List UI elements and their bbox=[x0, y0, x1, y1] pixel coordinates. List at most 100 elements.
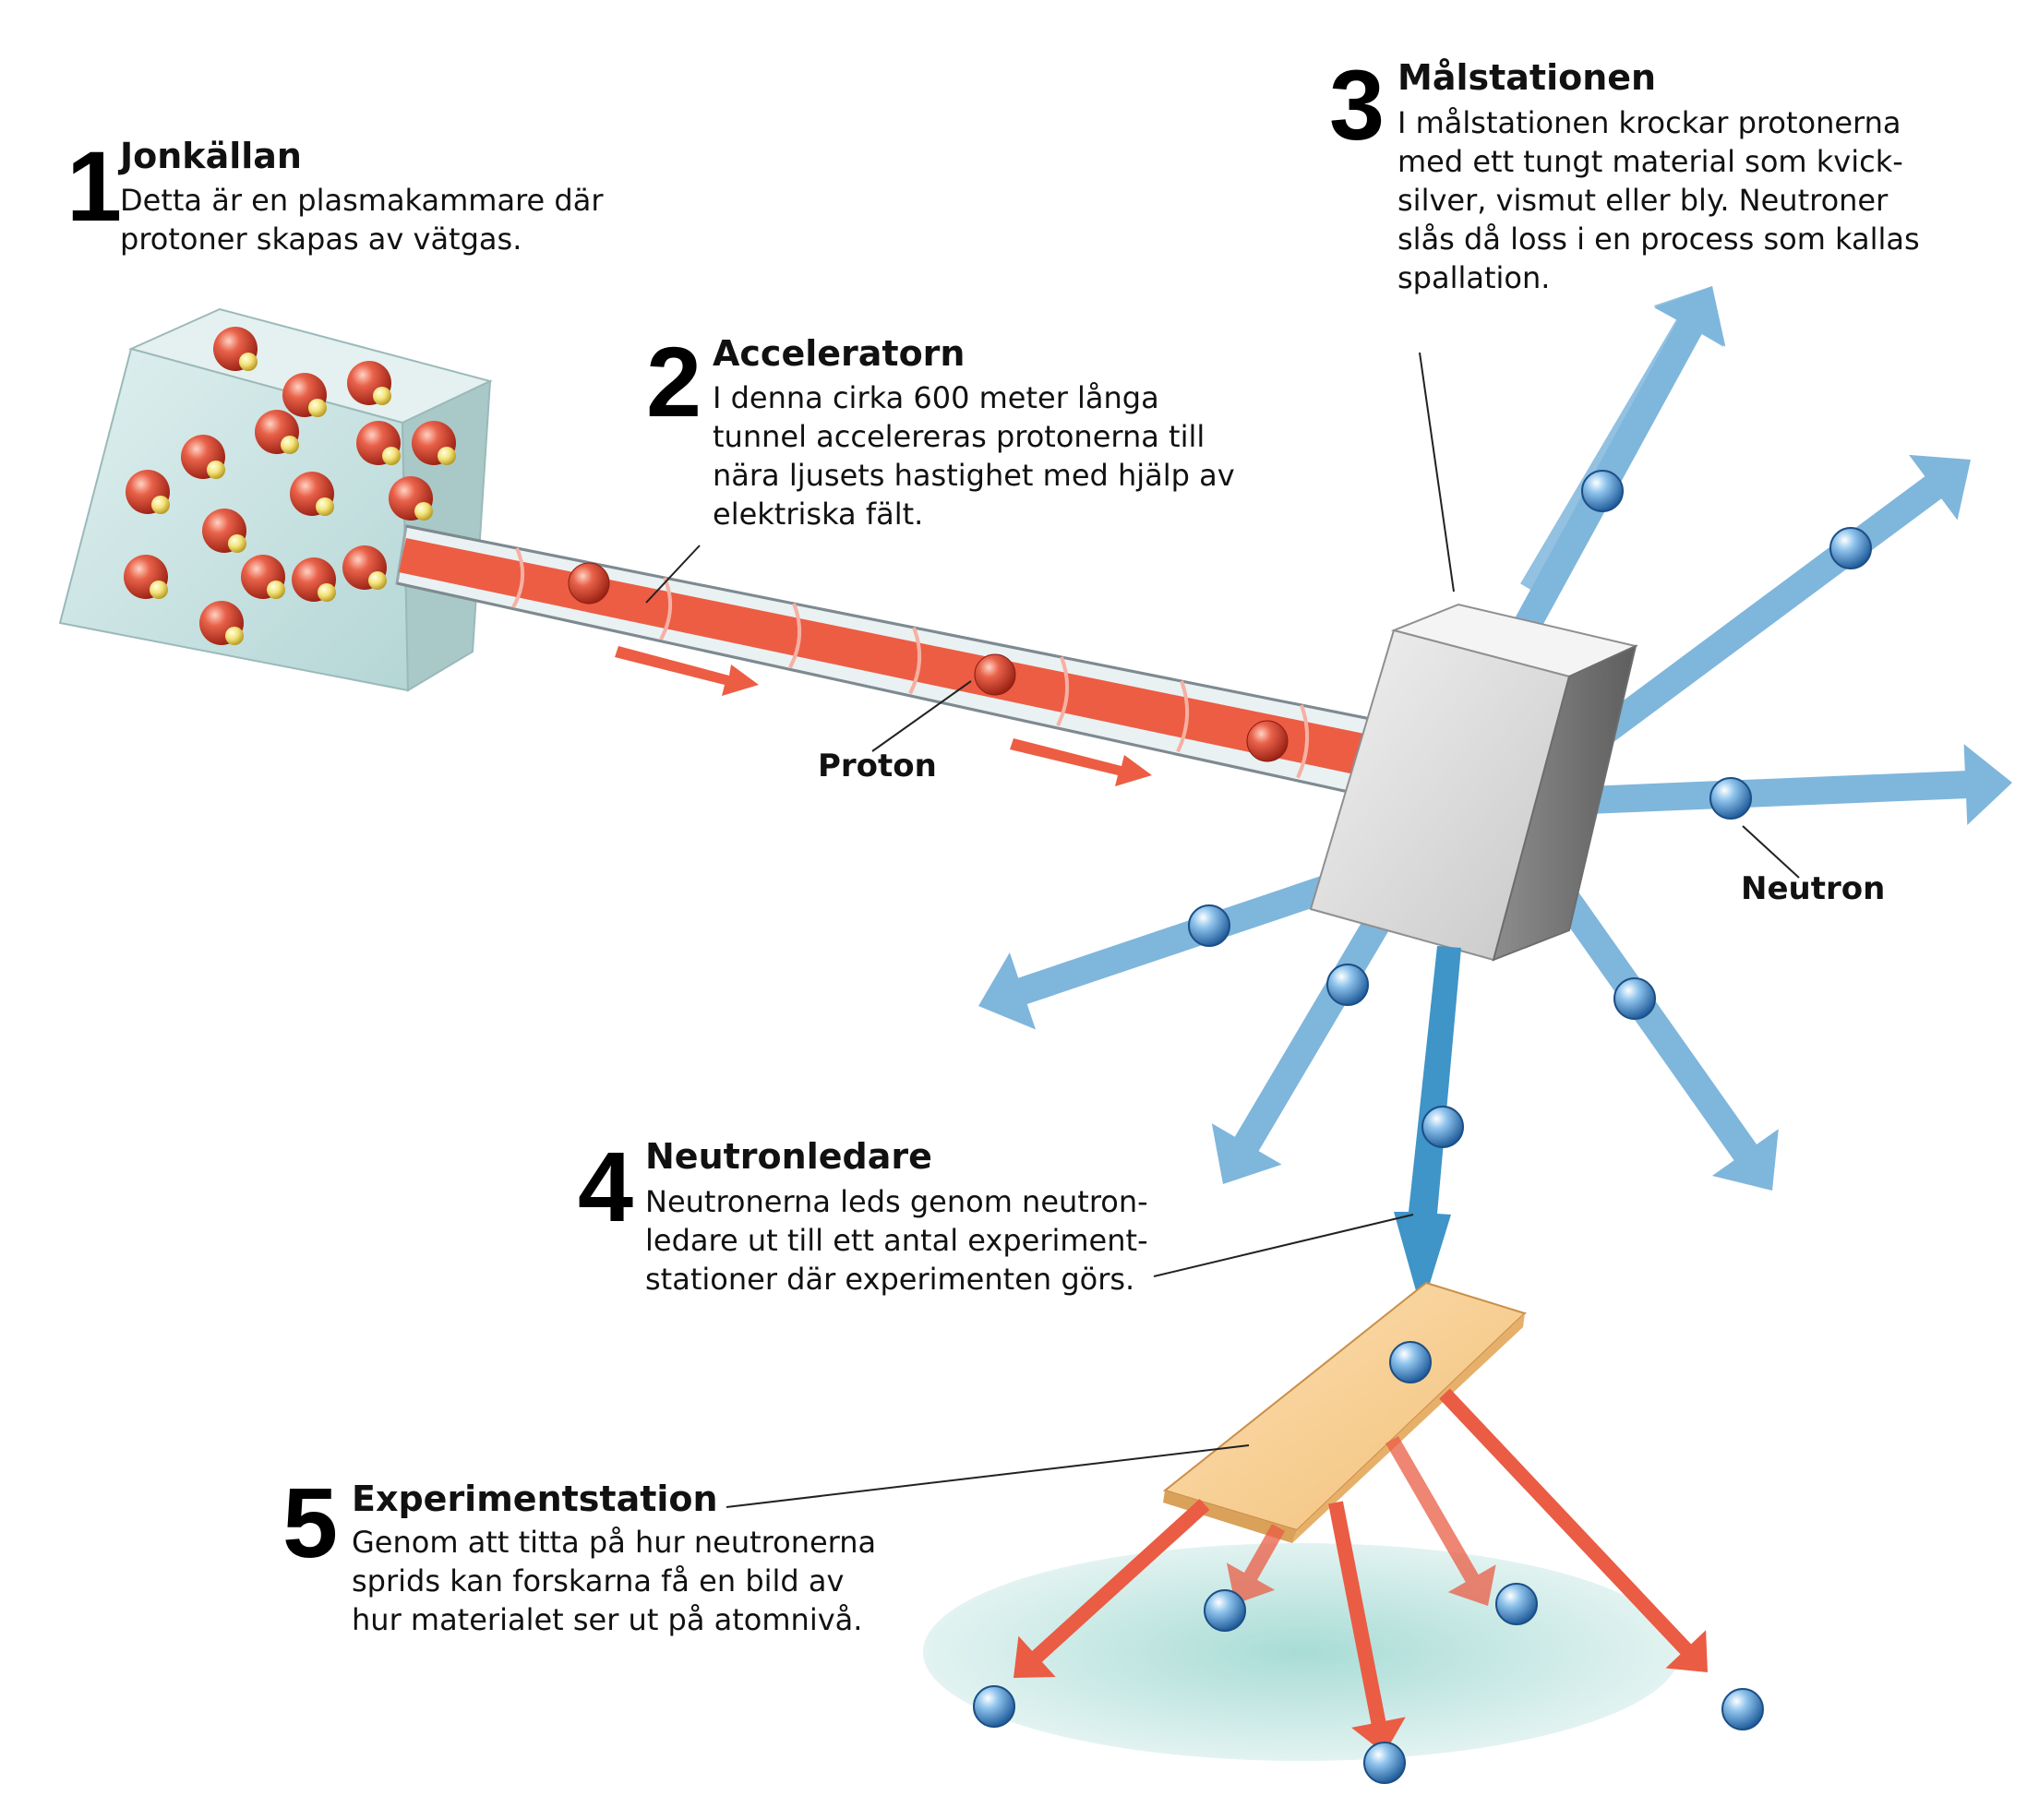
proton-particle bbox=[1246, 720, 1289, 762]
leader-line-target bbox=[1419, 352, 1455, 593]
leader-line-neutron bbox=[1742, 825, 1800, 879]
tube-ring bbox=[659, 577, 673, 641]
neutron-arrows-front bbox=[1520, 286, 1724, 598]
sample-plate bbox=[1162, 1281, 1527, 1543]
step-title: Jonkällan bbox=[120, 136, 302, 176]
proton-nucleus bbox=[239, 353, 258, 371]
proton-nucleus bbox=[373, 387, 391, 405]
proton-nucleus bbox=[267, 581, 285, 599]
leader-line-sample bbox=[726, 1444, 1250, 1508]
neutron-particle bbox=[1326, 964, 1369, 1006]
description-line: Neutronerna leds genom neutron- bbox=[645, 1184, 1148, 1219]
proton-nucleus bbox=[414, 502, 433, 521]
proton-nucleus bbox=[225, 627, 244, 645]
neutron-particle bbox=[1389, 1341, 1432, 1383]
beam-direction-arrow bbox=[1010, 738, 1152, 786]
leader-lines bbox=[645, 352, 1800, 1508]
tube-ring bbox=[1056, 656, 1070, 727]
step-number: 5 bbox=[282, 1467, 338, 1578]
proton-nucleus bbox=[438, 447, 456, 465]
neutron-particle bbox=[1495, 1583, 1538, 1625]
step-title: Målstationen bbox=[1397, 57, 1657, 98]
scatter-arrow bbox=[1385, 1436, 1496, 1606]
particles bbox=[124, 327, 1872, 1784]
step-number: 2 bbox=[646, 326, 702, 437]
description-line: slås då loss i en process som kallas bbox=[1397, 222, 1920, 257]
description-line: hur materialet ser ut på atomnivå. bbox=[352, 1602, 863, 1637]
description-line: Genom att titta på hur neutronerna bbox=[352, 1525, 877, 1560]
step-description: I målstationen krockar protonerna med et… bbox=[1397, 103, 1920, 297]
accelerator-tube bbox=[395, 524, 1377, 796]
proton-nucleus bbox=[207, 461, 225, 479]
scatter-arrow bbox=[1014, 1499, 1210, 1678]
step-description: Genom att titta på hur neutronerna sprid… bbox=[352, 1523, 876, 1639]
neutron-particle bbox=[1581, 470, 1624, 512]
proton-nucleus bbox=[150, 581, 168, 599]
step-description: I denna cirka 600 meter långa tunnel acc… bbox=[713, 378, 1235, 533]
scatter-arrow bbox=[1439, 1388, 1708, 1672]
description-line: med ett tungt material som kvick- bbox=[1397, 144, 1903, 179]
description-line: stationer där experimenten görs. bbox=[645, 1262, 1135, 1297]
target-station bbox=[1309, 603, 1639, 962]
neutron-particle bbox=[973, 1685, 1015, 1728]
step-title: Acceleratorn bbox=[713, 333, 966, 374]
step-number: 3 bbox=[1329, 49, 1385, 161]
description-line: tunnel accelereras protonerna till bbox=[713, 419, 1205, 454]
neutron-label: Neutron bbox=[1741, 870, 1886, 907]
proton-nucleus bbox=[151, 496, 170, 514]
neutron-arrow bbox=[1575, 454, 1971, 759]
step-title: Experimentstation bbox=[352, 1479, 718, 1519]
proton-particle bbox=[568, 562, 610, 605]
description-line: elektriska fält. bbox=[713, 497, 924, 532]
neutron-particle bbox=[1829, 527, 1872, 569]
neutron-particle bbox=[1204, 1589, 1246, 1632]
tube-ring bbox=[511, 547, 525, 609]
scatter-arrow bbox=[1328, 1501, 1406, 1754]
neutron-particle bbox=[1188, 904, 1230, 947]
proton-nucleus bbox=[308, 399, 327, 417]
scattered-neutron-arrows bbox=[1014, 1388, 1708, 1754]
proton-nucleus bbox=[382, 447, 401, 465]
description-line: I målstationen krockar protonerna bbox=[1397, 105, 1901, 140]
proton-particle bbox=[974, 653, 1016, 696]
neutron-particle bbox=[1709, 777, 1752, 820]
leader-line-accelerator bbox=[645, 545, 701, 604]
proton-nucleus bbox=[368, 571, 387, 590]
neutron-arrow bbox=[1564, 744, 2012, 825]
tube-ring bbox=[1296, 704, 1310, 779]
neutron-particle bbox=[1421, 1106, 1464, 1148]
step-title: Neutronledare bbox=[645, 1136, 932, 1177]
neutron-arrow bbox=[1520, 286, 1724, 598]
proton-nucleus bbox=[281, 436, 299, 454]
neutron-arrow bbox=[978, 858, 1380, 1030]
step-description: Neutronerna leds genom neutron- ledare u… bbox=[645, 1182, 1148, 1299]
description-line: Detta är en plasmakammare där bbox=[120, 183, 604, 218]
neutron-particle bbox=[1613, 977, 1656, 1020]
step-description: Detta är en plasmakammare där protoner s… bbox=[120, 181, 603, 258]
neutron-arrow bbox=[1211, 906, 1395, 1184]
tube-ring bbox=[908, 627, 922, 695]
scatter-arrow bbox=[1226, 1524, 1285, 1604]
description-line: nära ljusets hastighet med hjälp av bbox=[713, 458, 1235, 493]
proton-nucleus bbox=[316, 497, 334, 516]
description-line: I denna cirka 600 meter långa bbox=[713, 380, 1159, 415]
beam-direction-arrow bbox=[615, 646, 759, 696]
description-line: sprids kan forskarna få en bild av bbox=[352, 1563, 845, 1598]
description-line: ledare ut till ett antal experiment- bbox=[645, 1223, 1148, 1258]
step-number: 4 bbox=[578, 1131, 633, 1242]
neutron-particle bbox=[1363, 1742, 1406, 1784]
leader-line-guide bbox=[1153, 1214, 1414, 1277]
neutron-arrow bbox=[1532, 859, 1779, 1191]
neutron-particle bbox=[1721, 1688, 1764, 1730]
step-number: 1 bbox=[66, 130, 122, 242]
tube-ring bbox=[788, 603, 802, 669]
description-line: silver, vismut eller bly. Neutroner bbox=[1397, 183, 1889, 218]
description-line: spallation. bbox=[1397, 260, 1551, 295]
proton-nucleus bbox=[228, 534, 246, 553]
proton-nucleus bbox=[318, 583, 336, 602]
proton-label: Proton bbox=[818, 748, 937, 784]
leader-line-proton bbox=[871, 680, 972, 752]
tube-ring bbox=[1176, 680, 1190, 753]
description-line: protoner skapas av vätgas. bbox=[120, 222, 522, 257]
